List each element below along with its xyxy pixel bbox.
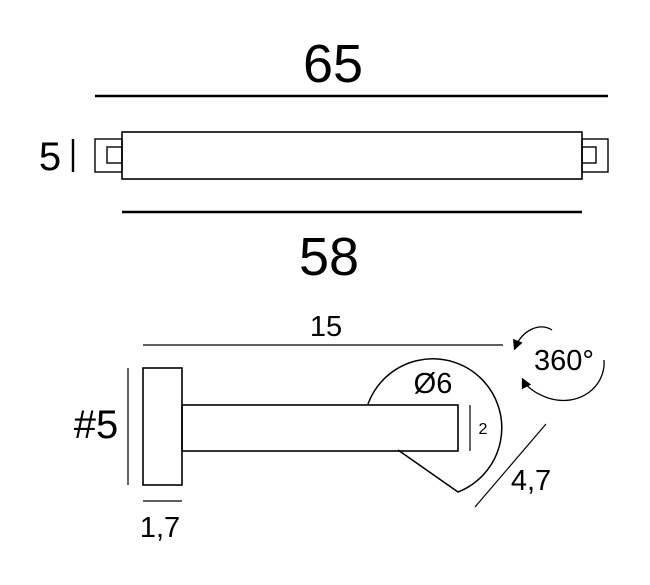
dim-rotation: 360° — [534, 345, 594, 377]
dim-overall-length: 65 — [303, 34, 363, 94]
dim-line-arm-offset — [474, 423, 547, 508]
arm — [181, 404, 459, 452]
dim-arm-offset: 4,7 — [511, 465, 551, 497]
rotation-arrow-bottom — [521, 359, 605, 402]
dim-diameter: Ø6 — [414, 368, 453, 400]
dim-arm-thickness: 2 — [479, 421, 488, 438]
right-end-cap — [581, 138, 609, 173]
dim-base-depth: 1,7 — [140, 512, 180, 544]
dim-arm-length: 15 — [310, 311, 342, 343]
left-end-cap — [94, 138, 123, 173]
dim-height: 5 — [39, 135, 61, 179]
rotation-arrow-top — [512, 326, 553, 351]
dim-inner-length: 58 — [299, 227, 359, 287]
left-end-cap-slot — [106, 146, 123, 164]
profile-body — [121, 131, 583, 180]
side-view: 15 360° Ø6 2 4,7 #5 1,7 — [74, 311, 605, 544]
right-end-cap-slot — [581, 146, 597, 164]
mounting-sector — [367, 358, 503, 493]
top-view: 65 5 58 — [39, 34, 609, 287]
base-plate — [142, 367, 183, 486]
dim-base-height: #5 — [74, 403, 119, 447]
